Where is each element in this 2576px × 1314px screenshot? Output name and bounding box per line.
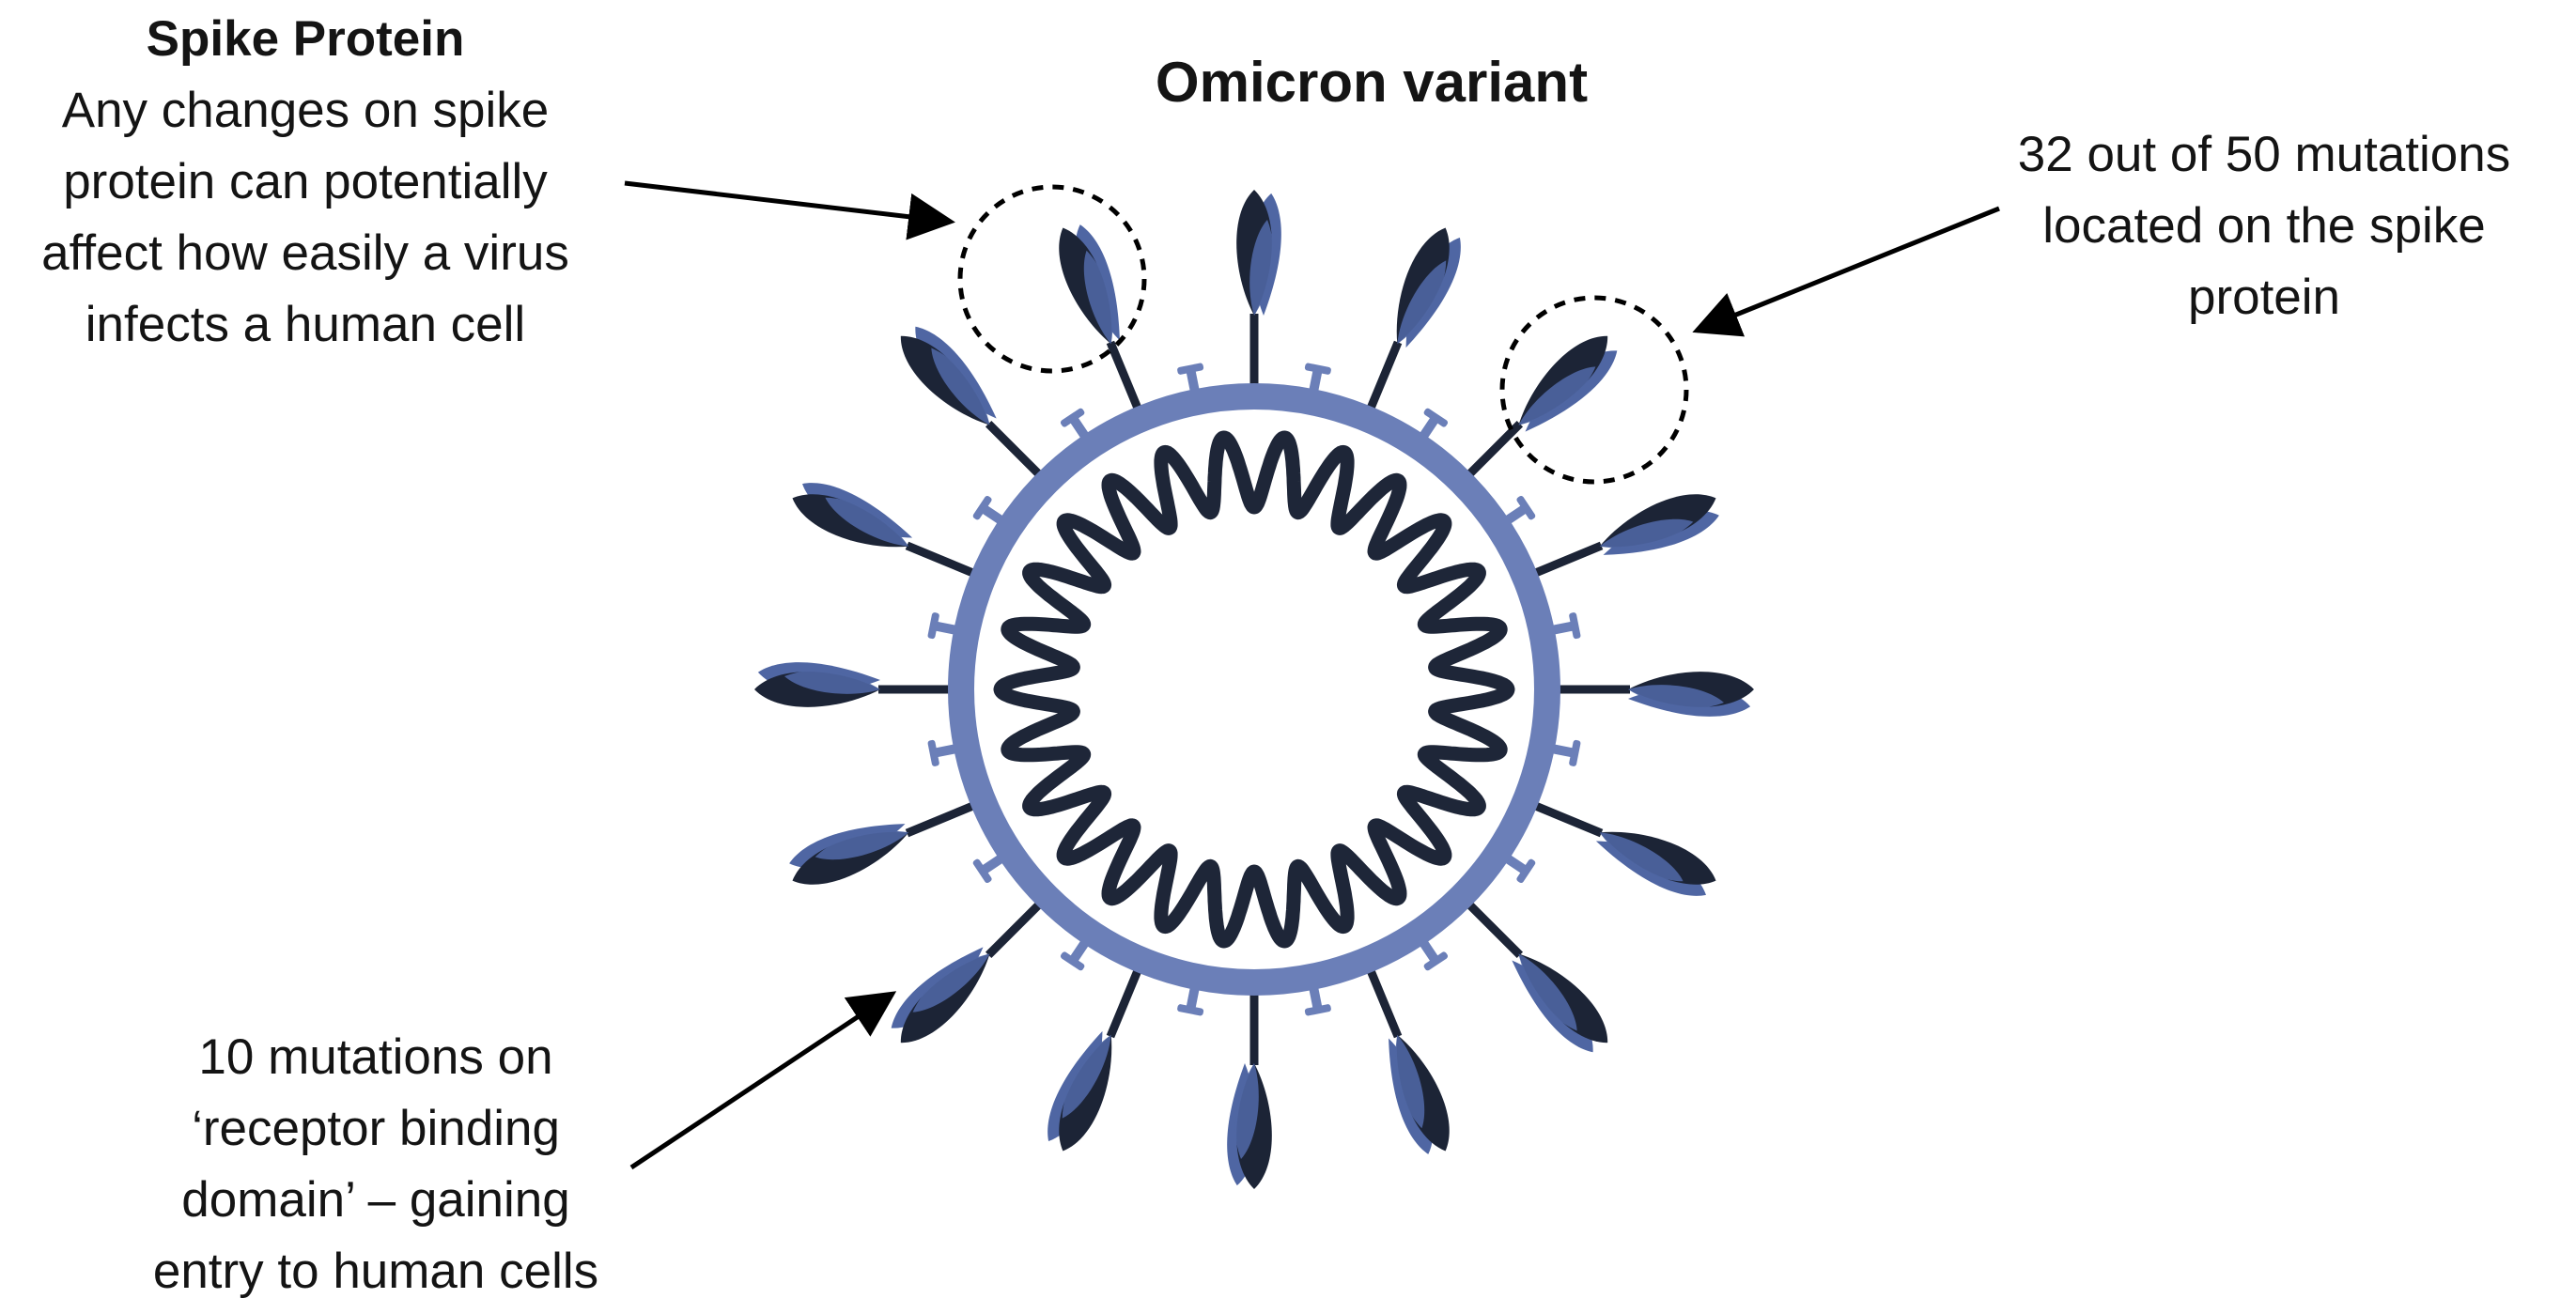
viral-membrane [948, 383, 1560, 996]
spike-protein [900, 326, 1059, 494]
spike-protein [1227, 971, 1272, 1189]
virus-particle [754, 190, 1754, 1189]
callout-line: affect how easily a virus [41, 225, 569, 281]
spike-protein-callout: Spike Protein Any changes on spike prote… [0, 4, 611, 361]
callout-line: entry to human cells [152, 1244, 599, 1299]
mutations-callout: 32 out of 50 mutations located on the sp… [1963, 119, 2565, 333]
callout-line: infects a human cell [85, 297, 526, 352]
arrow-spike-protein [624, 180, 955, 240]
spike-protein [754, 662, 972, 707]
arrow-receptor-binding-domain [629, 991, 897, 1170]
callout-line: Any changes on spike [61, 83, 550, 138]
highlight-circle-spike [957, 184, 1147, 374]
spike-proteins [754, 190, 1754, 1189]
callout-line: protein [2187, 270, 2341, 325]
callout-line: domain’ – gaining [181, 1172, 570, 1228]
callout-line: protein can potentially [63, 154, 548, 209]
receptor-binding-domain-callout: 10 mutations on ‘receptor binding domain… [75, 1022, 676, 1307]
arrow-mutations [1692, 206, 2000, 337]
rna-coil [993, 430, 1515, 949]
spike-protein [1450, 335, 1618, 494]
callout-line: located on the spike [2042, 198, 2486, 254]
callout-line: 10 mutations on [198, 1029, 553, 1085]
callout-line: 32 out of 50 mutations [2017, 127, 2511, 182]
spike-protein [1536, 672, 1754, 717]
spike-protein [891, 885, 1059, 1043]
highlight-circle-mutations [1499, 295, 1689, 485]
callout-line: ‘receptor binding [192, 1101, 560, 1156]
spike-protein-heading: Spike Protein [146, 11, 465, 67]
spike-protein [1236, 190, 1281, 408]
diagram-title: Omicron variant [1155, 51, 1589, 114]
